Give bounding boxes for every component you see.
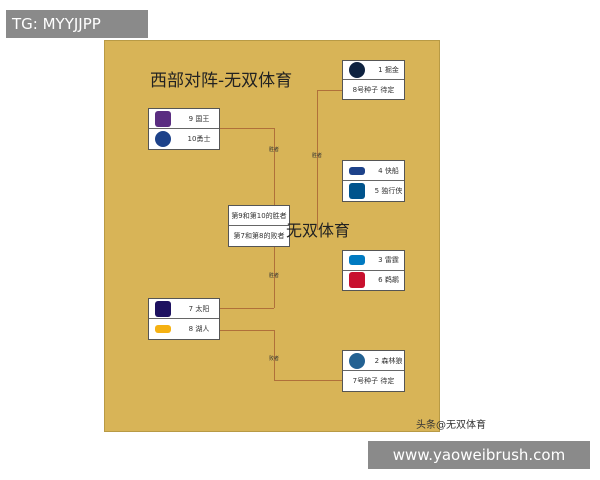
team-suns: 7 太阳 [188, 304, 210, 313]
team-warriors: 10勇士 [187, 135, 211, 143]
connector [220, 330, 274, 331]
overlay-label-bottom: www.yaoweibrush.com [368, 441, 590, 469]
team-wolves: 2 森林狼 [374, 356, 403, 365]
matchup-kings-warriors: 9 国王 10勇士 [148, 108, 220, 150]
matchup-clippers-mavs: 4 快船 5 独行侠 [342, 160, 405, 202]
playin-center: 第9和第10的胜者 第7和第8的败者 [228, 205, 290, 247]
nuggets-logo-icon [349, 62, 365, 78]
connector [220, 128, 274, 129]
team-lakers: 8 湖人 [188, 325, 210, 333]
team-thunder: 3 雷霆 [378, 256, 399, 265]
connector [274, 330, 275, 380]
warriors-logo-icon [155, 131, 171, 147]
winner-tag: 胜者 [269, 273, 280, 279]
thunder-logo-icon [349, 255, 365, 266]
suns-logo-icon [155, 300, 171, 317]
connector [274, 128, 275, 205]
kings-logo-icon [155, 110, 171, 127]
lakers-logo-icon [155, 325, 171, 333]
winner-tag: 胜者 [312, 153, 323, 159]
matchup-thunder-pelicans: 3 雷霆 6 鹈鹕 [342, 250, 405, 291]
team-nuggets: 1 掘金 [378, 66, 399, 74]
team-pelicans: 6 鹈鹕 [378, 276, 399, 285]
clippers-logo-icon [349, 166, 365, 175]
connector [220, 308, 274, 309]
team-clippers: 4 快船 [378, 166, 399, 175]
connector [274, 380, 342, 381]
poster-title: 西部对阵-无双体育 [150, 71, 293, 91]
matchup-nuggets: 1 掘金 8号种子 待定 [342, 60, 405, 100]
wolves-logo-icon [349, 352, 365, 369]
team-kings: 9 国王 [188, 114, 210, 123]
loser-tag: 败者 [269, 356, 280, 362]
overlay-label-top: TG: MYYJJPP [6, 10, 148, 38]
playin-loser: 第7和第8的败者 [233, 232, 285, 240]
team-mavs: 5 独行侠 [374, 187, 403, 195]
matchup-suns-lakers: 7 太阳 8 湖人 [148, 298, 220, 340]
connector [274, 247, 275, 308]
pelicans-logo-icon [349, 272, 365, 289]
source-credit: 头条@无双体育 [416, 420, 486, 431]
matchup-wolves: 2 森林狼 7号种子 待定 [342, 350, 405, 392]
mavs-logo-icon [349, 183, 365, 199]
seed8-tbd: 8号种子 待定 [352, 85, 395, 94]
seed7-tbd: 7号种子 待定 [352, 377, 395, 385]
watermark: 无双体育 [286, 221, 351, 240]
connector [317, 90, 318, 230]
winner-tag: 胜者 [269, 147, 280, 153]
playin-winner: 第9和第10的胜者 [231, 211, 287, 220]
connector [317, 90, 342, 91]
